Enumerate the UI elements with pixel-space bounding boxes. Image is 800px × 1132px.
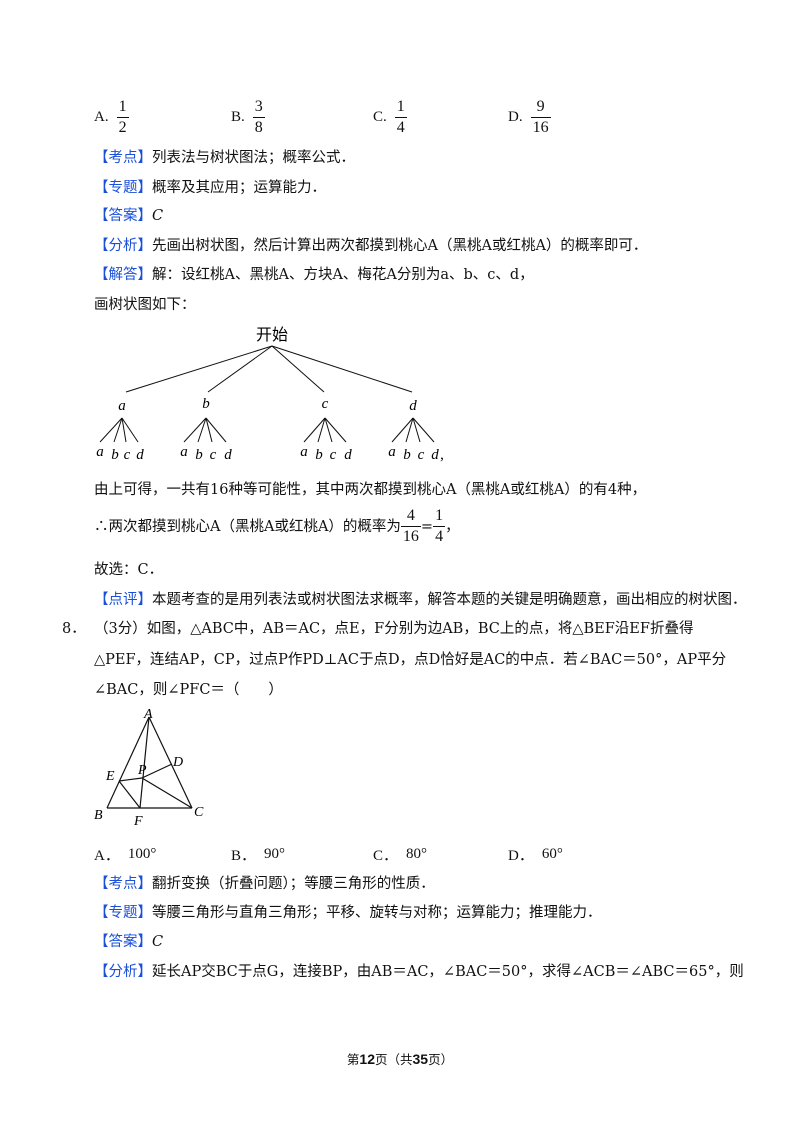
question-8-stem-3: ∠BAC，则∠PFC＝（ ） bbox=[94, 682, 283, 698]
label-f: F bbox=[133, 814, 143, 826]
q8-daan-line: 【答案】C bbox=[94, 934, 164, 950]
label-c: C bbox=[194, 805, 204, 820]
segment-ac bbox=[148, 716, 193, 809]
tree-leaf: d bbox=[136, 447, 144, 463]
tree-leaf: b bbox=[111, 447, 119, 463]
question-8-number: 8． bbox=[62, 621, 86, 637]
q8-zhuanti-line: 【专题】等腰三角形与直角三角形；平移、旋转与对称；运算能力；推理能力． bbox=[94, 905, 602, 921]
segment-pc bbox=[141, 777, 193, 809]
guxuan-line: 故选：C． bbox=[94, 562, 164, 578]
tree-leaf: b bbox=[403, 447, 411, 463]
tree-leaf: c bbox=[124, 447, 131, 463]
tree-leaf: a bbox=[300, 444, 308, 460]
page-total: 35 bbox=[412, 1051, 429, 1067]
tree-leaf: b bbox=[195, 447, 203, 463]
tree-diagram: 开始 a b c d a b c d a b c d a b c d a b c… bbox=[96, 326, 444, 463]
tree-leaf: c bbox=[330, 447, 337, 463]
q8-fenxi-line: 【分析】延长AP交BC于点G，连接BP，由AB＝AC，∠BAC＝50°，求得∠A… bbox=[94, 964, 744, 980]
page-number: 12 bbox=[359, 1051, 375, 1067]
tree-leaf: c bbox=[210, 447, 217, 463]
q8-option-d: D．60° bbox=[508, 846, 563, 864]
label-b: B bbox=[94, 808, 103, 823]
zhuanti-line: 【专题】概率及其应用；运算能力． bbox=[94, 180, 326, 196]
q8-kaodian-line: 【考点】翻折变换（折叠问题）；等腰三角形的性质． bbox=[94, 876, 435, 892]
segment-ep bbox=[118, 777, 143, 782]
tree-leaf: a bbox=[180, 444, 188, 460]
tree-intro: 画树状图如下： bbox=[94, 297, 196, 313]
tree-root: 开始 bbox=[256, 326, 288, 344]
tree-leaf: d bbox=[224, 447, 232, 463]
tree-leaf: a bbox=[96, 444, 104, 460]
tree-l1-a: a bbox=[118, 398, 126, 414]
segment-ab bbox=[106, 716, 150, 809]
tree-root-branches bbox=[125, 345, 413, 393]
label-p: P bbox=[137, 763, 147, 778]
label-a: A bbox=[143, 707, 153, 722]
label-e: E bbox=[105, 769, 115, 784]
tree-leaf: d bbox=[431, 447, 439, 463]
tree-l1-c: c bbox=[322, 396, 329, 412]
q8-option-c: C．80° bbox=[373, 846, 428, 864]
tree-leaf: c bbox=[418, 447, 425, 463]
tree-leaf: a bbox=[388, 444, 396, 460]
tree-sub-branches bbox=[99, 417, 435, 443]
q8-option-b: B．90° bbox=[231, 846, 286, 864]
tree-l1-b: b bbox=[202, 396, 210, 412]
segment-ap bbox=[139, 716, 150, 809]
tree-leaf: b bbox=[315, 447, 323, 463]
segment-pd bbox=[141, 763, 173, 779]
jieda-line: 【解答】解：设红桃A、黑桃A、方块A、梅花A分别为a、b、c、d， bbox=[94, 267, 534, 283]
page-footer: 第12页（共35页） bbox=[346, 1051, 454, 1067]
tree-leaf-comma: , bbox=[440, 447, 444, 463]
conclusion-1: 由上可得，一共有16种等可能性，其中两次都摸到桃心A（黑桃A或红桃A）的有4种， bbox=[94, 482, 647, 498]
kaodian-line: 【考点】列表法与树状图法；概率公式． bbox=[94, 150, 355, 166]
segment-ef bbox=[118, 780, 141, 809]
tree-leaf: d bbox=[344, 447, 352, 463]
tree-l1-d: d bbox=[409, 398, 417, 414]
fenxi-line: 【分析】先画出树状图，然后计算出两次都摸到桃心A（黑桃A或红桃A）的概率即可． bbox=[94, 238, 648, 254]
geometry-figure: A D P E B F C bbox=[94, 707, 204, 826]
daan-line: 【答案】C bbox=[94, 208, 164, 224]
label-d: D bbox=[172, 755, 183, 770]
question-8-stem-1: （3分）如图，△ABC中，AB＝AC，点E，F分别为边AB，BC上的点，将△BE… bbox=[94, 621, 694, 637]
dianping-line: 【点评】本题考查的是用列表法或树状图法求概率，解答本题的关键是明确题意，画出相应… bbox=[94, 592, 747, 608]
q8-option-a: A．100° bbox=[94, 846, 157, 864]
question-8-stem-2: △PEF，连结AP，CP，过点P作PD⊥AC于点D，点D恰好是AC的中点．若∠B… bbox=[94, 652, 727, 668]
